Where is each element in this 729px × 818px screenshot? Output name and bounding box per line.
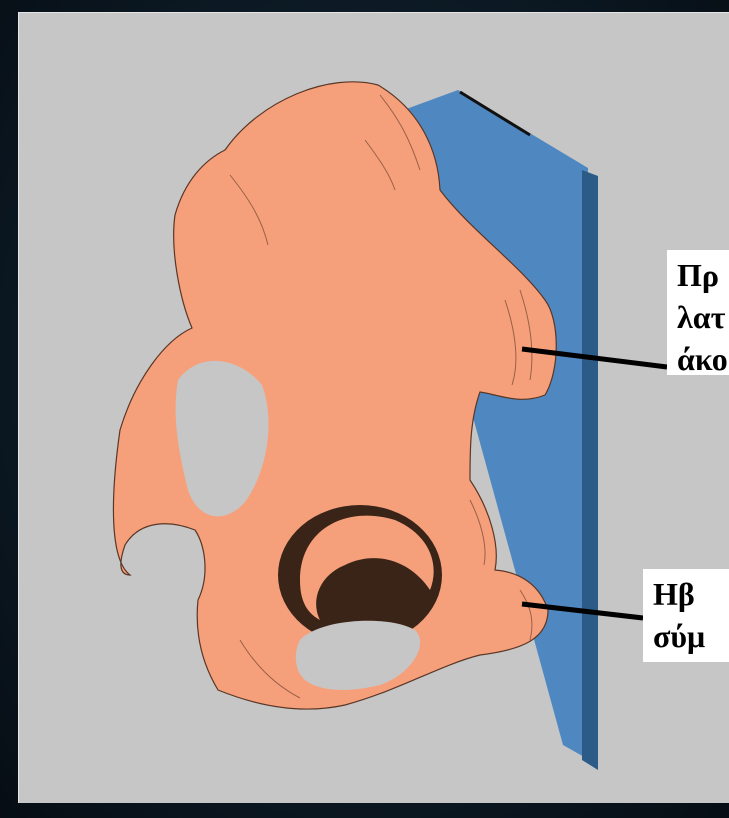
label-pubic-symphysis: Ηβ σύμ <box>643 569 729 662</box>
label-anterior-superior-iliac-spine: Πρ λατ άκο <box>667 250 729 375</box>
